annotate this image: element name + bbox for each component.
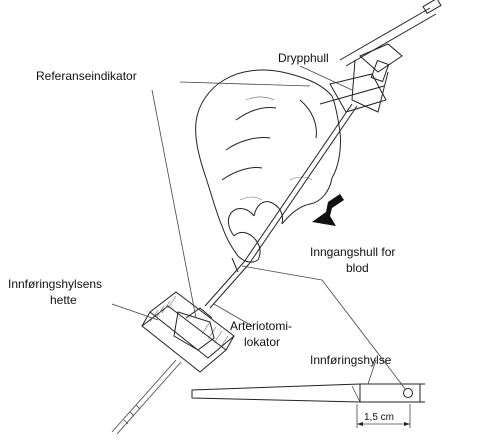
- label-reference-indicator: Referanseindikator: [36, 69, 137, 83]
- arrow-down-left-icon: [312, 194, 344, 226]
- sheath-detail-illustration: [192, 384, 425, 402]
- dilator-hub: [320, 0, 441, 112]
- label-blood-entry-line1: Inngangshull for: [310, 245, 395, 259]
- label-arteriotomy-line1: Arteriotomi-: [230, 319, 292, 333]
- label-dimension: 1,5 cm: [364, 412, 394, 423]
- sheath-cap-illustration: [142, 292, 234, 372]
- dilator-shaft: [112, 104, 357, 434]
- label-drip-hole: Drypphull: [278, 51, 329, 65]
- label-arteriotomy-line2: lokator: [244, 335, 280, 349]
- label-sheath-cap-line1: Innføringshylsens: [8, 277, 102, 291]
- hand-illustration: [196, 70, 341, 262]
- label-blood-entry-line2: blod: [346, 261, 369, 275]
- label-sheath: Innføringshylse: [310, 353, 392, 367]
- label-sheath-cap-line2: hette: [50, 293, 77, 307]
